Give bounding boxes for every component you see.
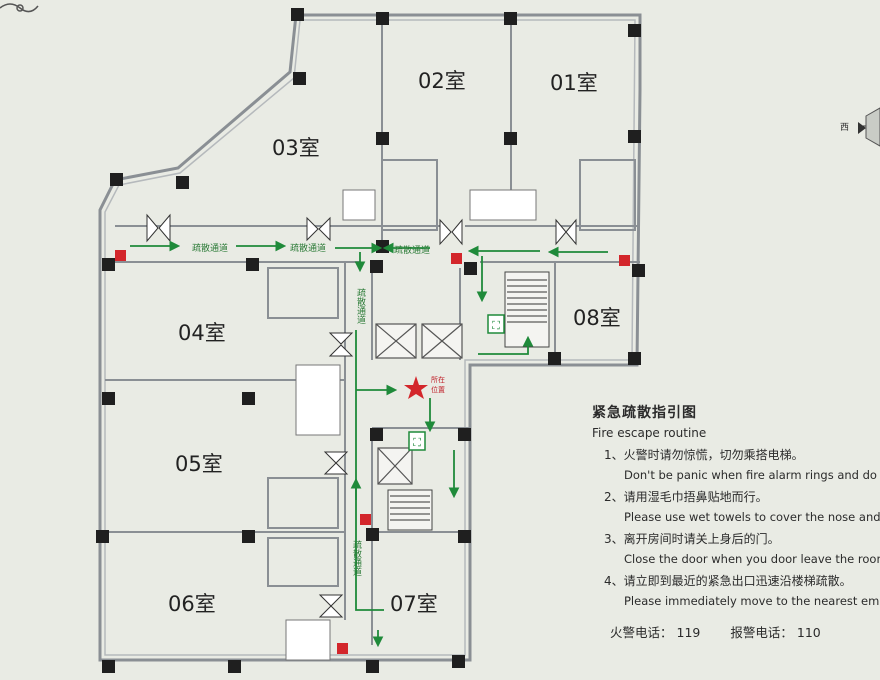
fire-phone-label: 火警电话：: [610, 625, 673, 640]
room-label-03: 03室: [272, 136, 320, 160]
room-label-06: 06室: [168, 592, 216, 616]
instruction-zh: 2、请用湿毛巾捂鼻贴地而行。: [604, 490, 768, 504]
you-are-here-label-2: 位置: [431, 385, 445, 394]
room-label-02: 02室: [418, 69, 466, 93]
police-phone-number: 110: [796, 625, 821, 640]
legend-subtitle: Fire escape routine: [592, 426, 707, 440]
instruction-en: Close the door when you door leave the r…: [624, 552, 880, 566]
room-label-08: 08室: [573, 306, 621, 330]
instruction-item: 1、火警时请勿惊慌，切勿乘搭电梯。 Don't be panic when fi…: [592, 446, 880, 482]
instruction-item: 3、离开房间时请关上身后的门。 Close the door when you …: [592, 530, 880, 566]
corridor-label: 疏散通道: [192, 242, 228, 254]
instruction-item: 4、请立即到最近的紧急出口迅速沿楼梯疏散。 Please immediately…: [592, 572, 880, 608]
compass-west-label: 西: [840, 122, 849, 133]
instruction-zh: 1、火警时请勿惊慌，切勿乘搭电梯。: [604, 448, 804, 462]
room-label-04: 04室: [178, 321, 226, 345]
evacuation-legend: 紧急疏散指引图 Fire escape routine 1、火警时请勿惊慌，切勿…: [592, 402, 880, 641]
exterior-walls: [98, 13, 642, 662]
compass: [858, 107, 880, 147]
evacuation-routes: [130, 240, 608, 648]
restroom-fixtures: [285, 189, 537, 661]
police-phone-label: 报警电话：: [730, 625, 793, 640]
corridor-label-vertical: 疏散通道: [355, 287, 366, 325]
corner-ornament: [0, 3, 39, 13]
exit-signs: ⛶ ⛶: [408, 314, 505, 451]
fire-doors: [146, 213, 577, 618]
you-are-here-label-1: 所在: [431, 375, 445, 384]
structural-columns: [96, 8, 645, 673]
instruction-zh: 4、请立即到最近的紧急出口迅速沿楼梯疏散。: [604, 574, 852, 588]
elevator-shafts: [375, 323, 463, 485]
room-label-01: 01室: [550, 71, 598, 95]
instruction-list: 1、火警时请勿惊慌，切勿乘搭电梯。 Don't be panic when fi…: [592, 446, 880, 608]
corridor-label: 疏散通道: [290, 242, 326, 254]
corridor-label: 疏散通道: [394, 244, 430, 256]
svg-text:⛶: ⛶: [413, 436, 421, 449]
you-are-here-star: [404, 376, 428, 399]
fire-alarm-markers: [115, 250, 630, 654]
instruction-en: Don't be panic when fire alarm rings and…: [624, 468, 880, 482]
svg-text:⛶: ⛶: [492, 319, 500, 332]
legend-title: 紧急疏散指引图: [592, 405, 697, 421]
instruction-item: 2、请用湿毛巾捂鼻贴地而行。 Please use wet towels to …: [592, 488, 880, 524]
room-label-07: 07室: [390, 592, 438, 616]
instruction-zh: 3、离开房间时请关上身后的门。: [604, 532, 780, 546]
instruction-en: Please immediately move to the nearest e…: [624, 594, 880, 608]
emergency-phones: 火警电话：119 报警电话：110: [592, 622, 880, 641]
room-label-05: 05室: [175, 452, 223, 476]
instruction-en: Please use wet towels to cover the nose …: [624, 510, 880, 524]
corridor-label-vertical: 疏散通道: [351, 539, 362, 577]
stairwells: [387, 271, 550, 531]
wall-inner: [104, 19, 636, 656]
fire-phone-number: 119: [676, 625, 701, 640]
